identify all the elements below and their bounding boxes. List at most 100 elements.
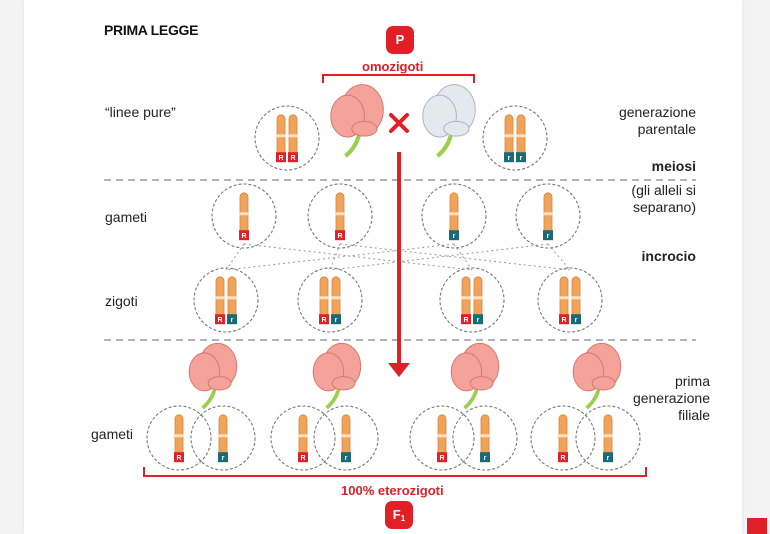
label-prima-generazione-line-2: generazione	[632, 390, 710, 406]
parent-flower-white	[422, 84, 476, 158]
allele-label: R	[561, 317, 566, 324]
chromosome: r	[331, 276, 341, 325]
allele-marker	[516, 152, 526, 163]
chromosome: r	[341, 414, 351, 463]
label-prima-generazione: prima generazione filiale	[633, 373, 710, 424]
allele-marker	[335, 230, 345, 241]
chromosome: R	[215, 276, 225, 325]
chromosome-centromere	[504, 134, 514, 138]
f1-flower	[450, 342, 500, 410]
f1-gamete-cell	[452, 405, 518, 471]
flower-keel	[351, 120, 378, 137]
allele-label: r	[335, 317, 338, 324]
f1-gamete-cell	[190, 405, 256, 471]
parent-cell-dominant	[254, 105, 320, 171]
badge-f1: F1	[385, 501, 413, 529]
gamete-cell	[421, 183, 487, 249]
chromosome: r	[504, 114, 514, 163]
allele-label: R	[463, 317, 468, 324]
allele-label: r	[575, 317, 578, 324]
label-incrocio: incrocio	[641, 248, 696, 264]
allele-label: R	[217, 317, 222, 324]
chromosome-centromere	[480, 434, 490, 438]
label-alleli-separano: (gli alleli si separano)	[631, 182, 696, 216]
allele-marker	[227, 314, 237, 325]
chromosome: R	[276, 114, 286, 163]
chromosome-centromere	[218, 434, 228, 438]
chromosome-centromere	[288, 134, 298, 138]
f1-flower	[188, 342, 238, 410]
label-omozigoti: omozigoti	[362, 59, 424, 74]
flower-keel	[591, 376, 616, 391]
chromosome-centromere	[335, 212, 345, 216]
allele-marker	[331, 314, 341, 325]
chromosome-centromere	[276, 134, 286, 138]
allele-marker	[218, 452, 228, 463]
badge-f1-subscript: 1	[400, 514, 406, 523]
allele-marker	[239, 230, 249, 241]
allele-label: r	[547, 233, 550, 240]
allele-marker	[215, 314, 225, 325]
label-generazione-parentale-line-1: generazione	[618, 104, 696, 120]
flower-keel	[469, 376, 494, 391]
badge-f1-letter: F	[392, 507, 401, 522]
allele-marker	[473, 314, 483, 325]
label-generazione-parentale-line-2: parentale	[637, 121, 696, 137]
flower-keel	[443, 120, 470, 137]
chromosome-centromere	[174, 434, 184, 438]
chromosome-centromere	[227, 296, 237, 300]
badge-p: P	[386, 26, 414, 54]
chromosome-centromere	[559, 296, 569, 300]
allele-label: r	[222, 455, 225, 462]
flower-keel	[207, 376, 232, 391]
chromosome: R	[319, 276, 329, 325]
chromosome: R	[461, 276, 471, 325]
allele-label: R	[278, 155, 283, 162]
chromosome: r	[516, 114, 526, 163]
label-gameti-bottom: gameti	[91, 426, 134, 442]
chromosome: r	[543, 192, 553, 241]
chromosome: R	[335, 192, 345, 241]
gamete-cell	[515, 183, 581, 249]
chromosome-centromere	[558, 434, 568, 438]
label-alleli-line-1: (gli alleli si	[631, 182, 696, 198]
allele-marker	[480, 452, 490, 463]
allele-marker	[276, 152, 286, 163]
zygote-cell	[193, 267, 259, 333]
allele-marker	[298, 452, 308, 463]
eterozigoti-bracket	[143, 467, 647, 477]
label-zigoti: zigoti	[105, 293, 138, 309]
chromosome: R	[437, 414, 447, 463]
chromosome: r	[603, 414, 613, 463]
zygote-cell	[297, 267, 363, 333]
allele-marker	[319, 314, 329, 325]
chromosome-centromere	[571, 296, 581, 300]
page-title: PRIMA LEGGE	[104, 22, 199, 38]
zygote-cell	[439, 267, 505, 333]
allele-label: r	[508, 155, 511, 162]
chromosome: r	[480, 414, 490, 463]
allele-marker	[461, 314, 471, 325]
gamete-cell	[211, 183, 277, 249]
chromosome-centromere	[239, 212, 249, 216]
chromosome: R	[559, 276, 569, 325]
chromosome-centromere	[516, 134, 526, 138]
corner-marker	[747, 518, 767, 534]
cross-connector	[329, 243, 549, 271]
omozigoti-bracket	[322, 74, 475, 83]
f1-gamete-cell	[313, 405, 379, 471]
allele-marker	[543, 230, 553, 241]
allele-marker	[174, 452, 184, 463]
chromosome-centromere	[461, 296, 471, 300]
f1-flower	[312, 342, 362, 410]
f1-gamete-cell	[530, 405, 596, 471]
allele-marker	[449, 230, 459, 241]
allele-label: r	[477, 317, 480, 324]
allele-label: R	[321, 317, 326, 324]
chromosome: R	[174, 414, 184, 463]
f1-flower	[572, 342, 622, 410]
chromosome-centromere	[449, 212, 459, 216]
allele-marker	[603, 452, 613, 463]
allele-marker	[341, 452, 351, 463]
